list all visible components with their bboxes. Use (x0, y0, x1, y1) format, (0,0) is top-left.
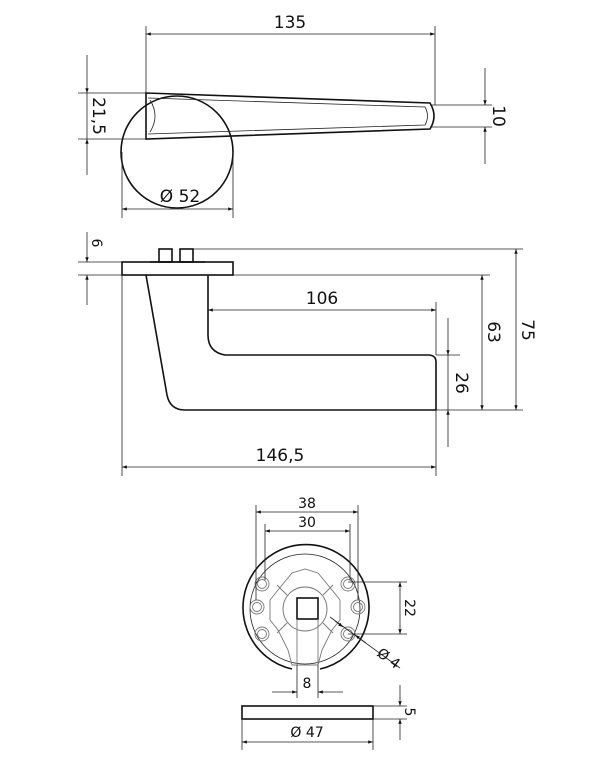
dim-total-height-label: 75 (517, 319, 537, 341)
dim-base-width-label: 21,5 (88, 97, 108, 135)
side-view: 6 106 26 63 75 146,5 (78, 232, 537, 476)
lever-inner-contour (147, 97, 428, 135)
dim-grip-height-label: 26 (451, 372, 471, 394)
cover-plate (241, 705, 374, 720)
screw-holes (249, 576, 366, 642)
rose-inner-ring (249, 553, 361, 665)
lever-outline (145, 92, 435, 140)
lever-profile (145, 274, 437, 411)
dim-drop-height-label: 63 (483, 321, 503, 343)
dim-total-length-label: 146,5 (256, 446, 305, 466)
rose-outer-ring (242, 543, 370, 670)
dim-length-label: 135 (274, 13, 306, 33)
pin (158, 248, 173, 263)
rose-view: 38 30 22 Ø 4 8 5 Ø 47 (241, 496, 417, 750)
dim-screw-hole-label: Ø 4 (374, 645, 403, 672)
mount-plate (269, 568, 341, 666)
dim-cover-thickness-label: 5 (401, 708, 417, 717)
dim-tip-width-label: 10 (488, 105, 508, 127)
top-view: 135 21,5 10 Ø 52 (78, 13, 508, 218)
pin (179, 248, 194, 263)
dim-rose-diameter-label: Ø 52 (160, 187, 200, 207)
dim-rose-thickness-label: 6 (88, 239, 104, 248)
dim-grip-length-label: 106 (306, 289, 338, 309)
dim-screw-inner-label: 30 (298, 515, 316, 531)
dim-spindle-label: 8 (303, 676, 312, 692)
rose-plate (121, 261, 234, 276)
dim-screw-vertical-label: 22 (401, 599, 417, 617)
dim-screw-outer-label: 38 (298, 496, 316, 512)
dim-cover-diameter-label: Ø 47 (290, 725, 323, 741)
spindle-square (296, 597, 319, 620)
